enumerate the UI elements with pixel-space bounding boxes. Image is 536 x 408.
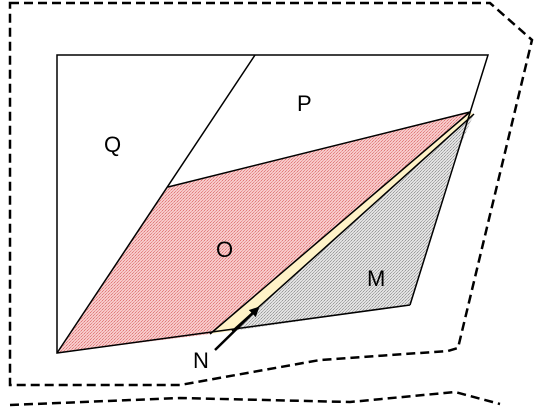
- pointer-arrow: [214, 306, 260, 351]
- label-p: P: [297, 91, 312, 116]
- dashed-boundary-lower: [9, 390, 501, 407]
- dashed-boundary: [8, 1, 534, 387]
- line-p-divider: [167, 111, 471, 188]
- region-o: [57, 112, 470, 353]
- line-o-divider: [209, 111, 471, 335]
- label-o: O: [216, 237, 233, 262]
- label-n: N: [193, 348, 209, 373]
- region-p: [168, 55, 488, 187]
- line-n-divider: [231, 113, 475, 332]
- outline-outer: [56, 54, 490, 354]
- line-q-divider: [56, 54, 256, 354]
- label-q: Q: [104, 132, 121, 157]
- label-m: M: [367, 266, 385, 291]
